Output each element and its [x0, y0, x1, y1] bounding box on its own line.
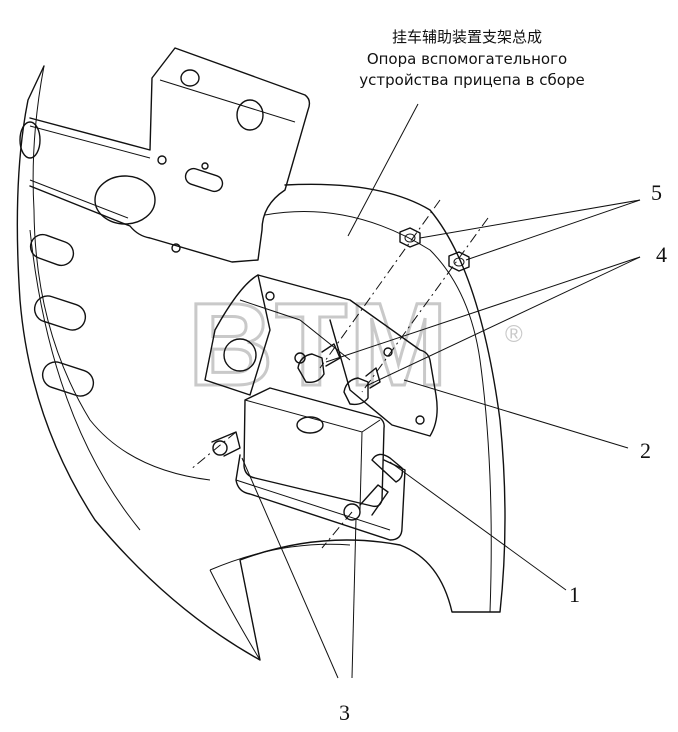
callout-3: 3: [339, 700, 350, 725]
assembly-title: 挂车辅助装置支架总成 Опора вспомогательного устрой…: [359, 28, 584, 89]
callout-5: 5: [651, 180, 662, 205]
center-lines: [189, 199, 489, 549]
leader-lines: [241, 103, 641, 679]
callout-2: 2: [640, 438, 651, 463]
upper-bracket: [29, 47, 311, 263]
callout-numbers: 5 4 2 1 3: [339, 180, 667, 725]
support-bracket: [204, 274, 438, 437]
watermark-registered: ®: [505, 321, 523, 348]
title-ru-line1: Опора вспомогательного: [367, 50, 567, 68]
callout-4: 4: [656, 242, 667, 267]
socket-box: [211, 387, 406, 541]
callout-1: 1: [569, 582, 580, 607]
watermark: BTM ®: [187, 278, 524, 413]
title-ru-line2: устройства прицепа в сборе: [359, 71, 584, 89]
watermark-text: BTM: [188, 279, 450, 411]
fasteners: [297, 227, 470, 406]
outer-plate: [16, 65, 506, 661]
title-cn: 挂车辅助装置支架总成: [392, 28, 542, 46]
